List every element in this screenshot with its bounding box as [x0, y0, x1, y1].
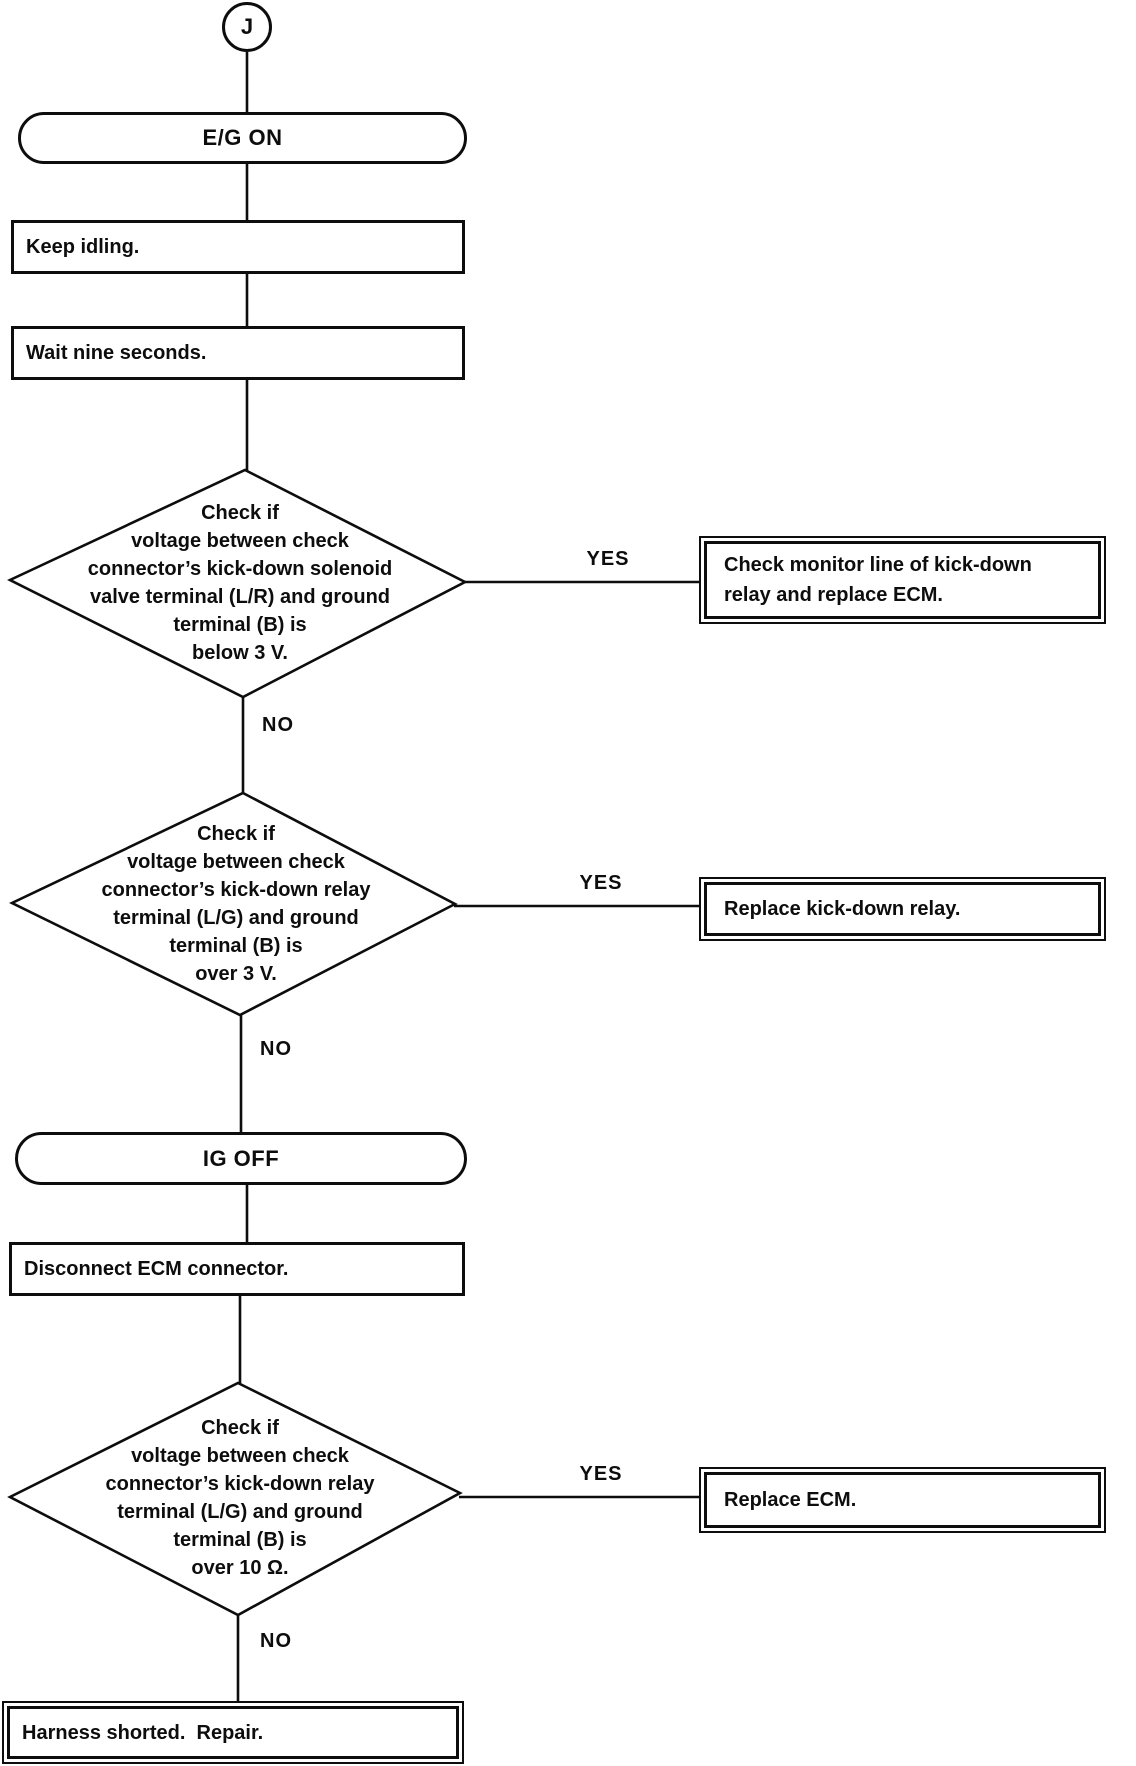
result-check-monitor-line-text: relay and replace ECM.: [724, 584, 943, 606]
decision3-no-label: NO: [260, 1630, 292, 1652]
decision2-line: terminal (B) is: [169, 935, 303, 957]
result-replace-ecm: Replace ECM.: [699, 1467, 1106, 1533]
decision3-line: voltage between check: [131, 1445, 349, 1467]
decision2-no-label: NO: [260, 1038, 292, 1060]
decision1-no-label: NO: [262, 714, 294, 736]
terminator-eg-on: E/G ON: [18, 112, 467, 164]
process-disconnect-ecm: Disconnect ECM connector.: [9, 1242, 465, 1296]
process-wait-nine-seconds: Wait nine seconds.: [11, 326, 465, 380]
decision2-line: connector’s kick-down relay: [101, 879, 371, 901]
result-check-monitor-line-inner: Check monitor line of kick-down relay an…: [704, 541, 1101, 619]
result-harness-shorted: Harness shorted. Repair.: [2, 1701, 464, 1764]
result-replace-kickdown-relay-text: Replace kick-down relay.: [724, 898, 961, 920]
decision3-yes-label: YES: [579, 1463, 623, 1485]
result-check-monitor-line: Check monitor line of kick-down relay an…: [699, 536, 1106, 624]
process-disconnect-ecm-label: Disconnect ECM connector.: [24, 1257, 289, 1280]
decision3-line: Check if: [201, 1417, 279, 1439]
decision3-diamond: [7, 1381, 463, 1617]
decision3-label: Check if voltage between check connector…: [38, 1414, 442, 1582]
result-harness-shorted-inner: Harness shorted. Repair.: [7, 1706, 459, 1759]
result-check-monitor-line-text: Check monitor line of kick-down: [724, 554, 1032, 576]
process-wait-nine-seconds-label: Wait nine seconds.: [26, 341, 207, 364]
decision1-line: valve terminal (L/R) and ground: [89, 586, 391, 608]
decision3-line: connector’s kick-down relay: [105, 1473, 375, 1495]
process-keep-idling-label: Keep idling.: [26, 235, 140, 258]
decision3-line: over 10 Ω.: [191, 1557, 289, 1579]
decision1-yes-label: YES: [586, 548, 630, 570]
connector-j-label: J: [240, 14, 254, 39]
decision1-diamond: [7, 468, 468, 699]
decision2-label: Check if voltage between check connector…: [34, 820, 438, 988]
terminator-eg-on-label: E/G ON: [202, 125, 283, 150]
result-replace-ecm-text: Replace ECM.: [724, 1489, 857, 1511]
decision1-line: Check if: [201, 502, 279, 524]
result-replace-ecm-inner: Replace ECM.: [704, 1472, 1101, 1528]
decision1-line: terminal (B) is: [173, 614, 307, 636]
connector-j: J: [222, 2, 272, 52]
decision2-line: voltage between check: [127, 851, 345, 873]
decision2-line: over 3 V.: [195, 963, 277, 985]
decision1-label: Check if voltage between check connector…: [38, 499, 442, 667]
decision1-line: below 3 V.: [192, 642, 288, 664]
decision2-line: Check if: [197, 823, 275, 845]
decision3-line: terminal (B) is: [173, 1529, 307, 1551]
decision2-line: terminal (L/G) and ground: [113, 907, 359, 929]
result-replace-kickdown-relay-inner: Replace kick-down relay.: [704, 882, 1101, 936]
decision3-line: terminal (L/G) and ground: [117, 1501, 363, 1523]
result-harness-shorted-text: Harness shorted. Repair.: [22, 1721, 264, 1744]
terminator-ig-off-label: IG OFF: [202, 1145, 280, 1171]
decision2-diamond: [9, 791, 458, 1017]
decision1-line: voltage between check: [131, 530, 349, 552]
decision2-yes-label: YES: [579, 872, 623, 894]
process-keep-idling: Keep idling.: [11, 220, 465, 274]
terminator-ig-off: IG OFF: [15, 1132, 467, 1185]
decision1-line: connector’s kick-down solenoid: [87, 558, 393, 580]
result-replace-kickdown-relay: Replace kick-down relay.: [699, 877, 1106, 941]
